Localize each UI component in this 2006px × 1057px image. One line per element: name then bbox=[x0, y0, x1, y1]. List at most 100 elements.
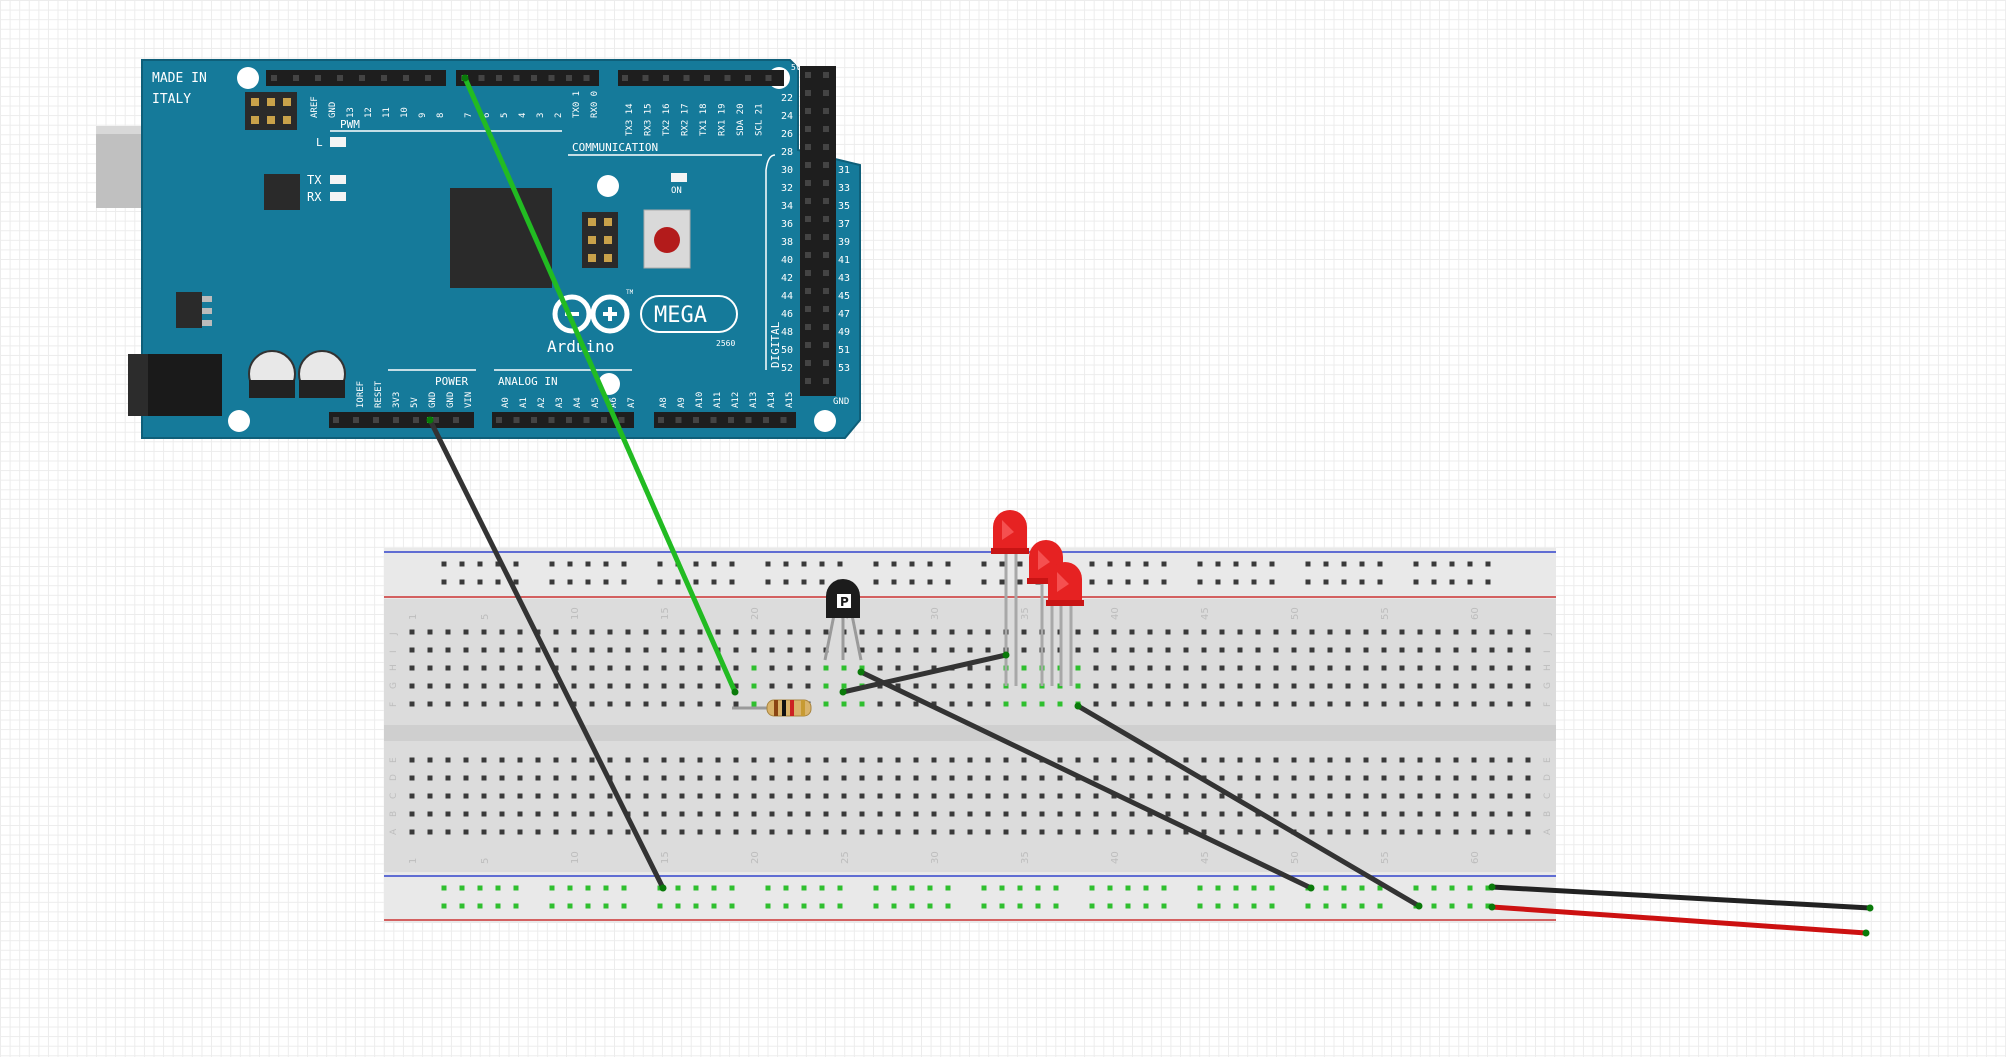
breadboard-hole[interactable] bbox=[751, 701, 757, 707]
breadboard-hole[interactable] bbox=[445, 811, 451, 817]
power-rail-hole[interactable] bbox=[459, 903, 465, 909]
breadboard-hole[interactable] bbox=[715, 665, 721, 671]
breadboard-hole[interactable] bbox=[427, 647, 433, 653]
breadboard-hole[interactable] bbox=[1219, 793, 1225, 799]
power-rail-hole[interactable] bbox=[1089, 885, 1095, 891]
breadboard-hole[interactable] bbox=[859, 757, 865, 763]
breadboard-hole[interactable] bbox=[463, 701, 469, 707]
breadboard-hole[interactable] bbox=[445, 775, 451, 781]
breadboard-hole[interactable] bbox=[697, 683, 703, 689]
breadboard-hole[interactable] bbox=[1525, 701, 1531, 707]
wire-endpoint[interactable] bbox=[731, 688, 739, 696]
breadboard-hole[interactable] bbox=[481, 811, 487, 817]
breadboard-hole[interactable] bbox=[1381, 647, 1387, 653]
breadboard-hole[interactable] bbox=[967, 829, 973, 835]
breadboard-hole[interactable] bbox=[445, 629, 451, 635]
breadboard-hole[interactable] bbox=[787, 757, 793, 763]
breadboard-hole[interactable] bbox=[823, 829, 829, 835]
breadboard-hole[interactable] bbox=[1219, 647, 1225, 653]
breadboard-hole[interactable] bbox=[1093, 683, 1099, 689]
breadboard-hole[interactable] bbox=[481, 647, 487, 653]
breadboard-hole[interactable] bbox=[427, 757, 433, 763]
header-pin[interactable] bbox=[805, 378, 811, 384]
power-rail-hole[interactable] bbox=[1017, 579, 1023, 585]
breadboard-hole[interactable] bbox=[517, 757, 523, 763]
power-rail-hole[interactable] bbox=[693, 903, 699, 909]
header-pin[interactable] bbox=[780, 417, 787, 423]
power-rail-hole[interactable] bbox=[891, 903, 897, 909]
breadboard-hole[interactable] bbox=[1507, 793, 1513, 799]
breadboard-hole[interactable] bbox=[481, 793, 487, 799]
breadboard-hole[interactable] bbox=[895, 829, 901, 835]
power-rail-hole[interactable] bbox=[1197, 903, 1203, 909]
breadboard-hole[interactable] bbox=[1399, 683, 1405, 689]
breadboard-hole[interactable] bbox=[985, 647, 991, 653]
breadboard-hole[interactable] bbox=[967, 665, 973, 671]
header-pin[interactable] bbox=[823, 288, 829, 294]
breadboard-hole[interactable] bbox=[1165, 629, 1171, 635]
breadboard-hole[interactable] bbox=[1309, 683, 1315, 689]
breadboard-hole[interactable] bbox=[553, 811, 559, 817]
breadboard-hole[interactable] bbox=[769, 647, 775, 653]
breadboard-hole[interactable] bbox=[1093, 647, 1099, 653]
breadboard-hole[interactable] bbox=[877, 757, 883, 763]
power-rail-hole[interactable] bbox=[621, 579, 627, 585]
breadboard-hole[interactable] bbox=[1363, 757, 1369, 763]
header-pin[interactable] bbox=[583, 417, 590, 423]
power-rail-hole[interactable] bbox=[1485, 561, 1491, 567]
breadboard-hole[interactable] bbox=[661, 665, 667, 671]
power-rail-hole[interactable] bbox=[711, 903, 717, 909]
header-pin[interactable] bbox=[618, 417, 625, 423]
breadboard-hole[interactable] bbox=[751, 683, 757, 689]
header-pin[interactable] bbox=[683, 75, 690, 81]
header-pin[interactable] bbox=[805, 216, 811, 222]
breadboard-hole[interactable] bbox=[1435, 701, 1441, 707]
header-pin[interactable] bbox=[548, 75, 555, 81]
breadboard-hole[interactable] bbox=[823, 757, 829, 763]
header-pin[interactable] bbox=[823, 306, 829, 312]
breadboard-hole[interactable] bbox=[895, 647, 901, 653]
breadboard-hole[interactable] bbox=[913, 665, 919, 671]
breadboard-hole[interactable] bbox=[1111, 701, 1117, 707]
breadboard-hole[interactable] bbox=[1345, 757, 1351, 763]
power-rail-hole[interactable] bbox=[1341, 903, 1347, 909]
breadboard-hole[interactable] bbox=[931, 829, 937, 835]
header-pin[interactable] bbox=[763, 417, 769, 423]
header-pin[interactable] bbox=[393, 417, 399, 423]
breadboard-hole[interactable] bbox=[787, 647, 793, 653]
power-rail-hole[interactable] bbox=[1359, 903, 1365, 909]
header-pin[interactable] bbox=[745, 417, 752, 423]
breadboard-hole[interactable] bbox=[733, 629, 739, 635]
header-pin[interactable] bbox=[805, 162, 811, 168]
breadboard-hole[interactable] bbox=[481, 757, 487, 763]
header-pin[interactable] bbox=[658, 417, 664, 423]
header-pin[interactable] bbox=[823, 180, 829, 186]
power-rail-hole[interactable] bbox=[1161, 903, 1167, 909]
breadboard-hole[interactable] bbox=[463, 665, 469, 671]
breadboard-hole[interactable] bbox=[697, 665, 703, 671]
header-pin[interactable] bbox=[805, 90, 811, 96]
breadboard-hole[interactable] bbox=[1309, 629, 1315, 635]
breadboard-hole[interactable] bbox=[553, 793, 559, 799]
breadboard-hole[interactable] bbox=[589, 629, 595, 635]
header-pin[interactable] bbox=[823, 198, 829, 204]
header-pin[interactable] bbox=[805, 108, 811, 114]
breadboard-hole[interactable] bbox=[625, 647, 631, 653]
breadboard-hole[interactable] bbox=[1489, 629, 1495, 635]
breadboard-hole[interactable] bbox=[1093, 665, 1099, 671]
breadboard-hole[interactable] bbox=[1273, 647, 1279, 653]
breadboard-hole[interactable] bbox=[643, 665, 649, 671]
breadboard-hole[interactable] bbox=[841, 757, 847, 763]
breadboard-hole[interactable] bbox=[1075, 683, 1081, 689]
breadboard-hole[interactable] bbox=[1345, 629, 1351, 635]
power-rail-hole[interactable] bbox=[513, 579, 519, 585]
reset-button[interactable] bbox=[643, 209, 691, 269]
breadboard-hole[interactable] bbox=[1129, 829, 1135, 835]
breadboard-hole[interactable] bbox=[1309, 775, 1315, 781]
breadboard-hole[interactable] bbox=[913, 683, 919, 689]
breadboard-hole[interactable] bbox=[409, 829, 415, 835]
header-pin[interactable] bbox=[823, 378, 829, 384]
breadboard-hole[interactable] bbox=[679, 829, 685, 835]
breadboard-hole[interactable] bbox=[769, 683, 775, 689]
breadboard-hole[interactable] bbox=[1183, 665, 1189, 671]
